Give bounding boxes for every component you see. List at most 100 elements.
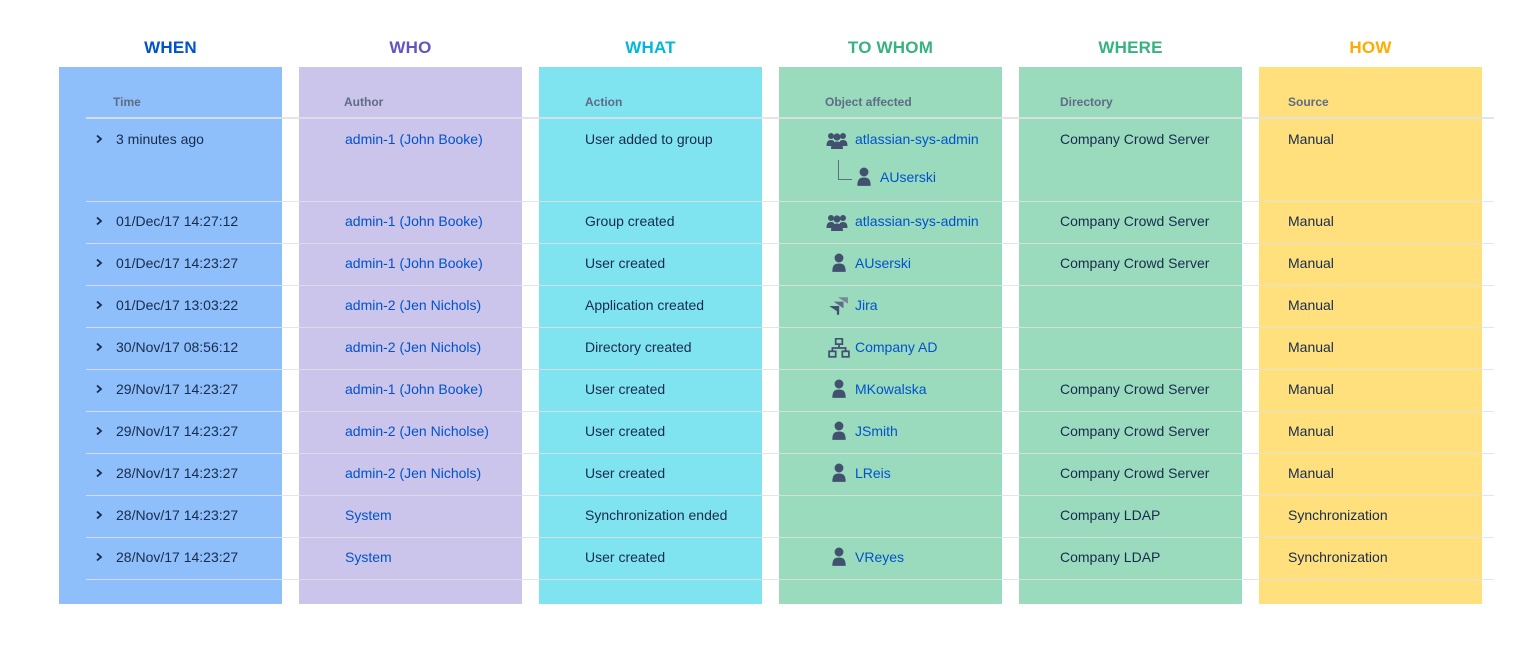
row-time: 3 minutes ago: [116, 131, 204, 147]
row-author-link[interactable]: admin-1 (John Booke): [345, 213, 483, 229]
row-object-link[interactable]: MKowalska: [855, 381, 927, 397]
row-author-link[interactable]: admin-1 (John Booke): [345, 381, 483, 397]
expand-chevron-icon[interactable]: [95, 258, 103, 268]
row-action: Directory created: [585, 339, 692, 355]
column-header-source[interactable]: Source: [1288, 95, 1329, 109]
row-author-link[interactable]: admin-1 (John Booke): [345, 255, 483, 271]
row-object-link[interactable]: atlassian-sys-admin: [855, 131, 979, 147]
user-icon: [831, 253, 847, 273]
row-sub-object-link[interactable]: AUserski: [880, 169, 937, 185]
how-column-bg: [1259, 67, 1482, 604]
user-icon: [831, 547, 847, 567]
row-source: Manual: [1288, 213, 1334, 229]
column-header-object[interactable]: Object affected: [825, 95, 912, 109]
row-directory: Company Crowd Server: [1060, 255, 1210, 271]
row-divider: [86, 243, 1494, 244]
row-directory: Company Crowd Server: [1060, 423, 1210, 439]
row-time: 01/Dec/17 13:03:22: [116, 297, 239, 313]
row-author-link[interactable]: admin-2 (Jen Nicholse): [345, 423, 489, 439]
row-directory: Company Crowd Server: [1060, 213, 1210, 229]
group-icon: [826, 212, 848, 232]
row-divider: [86, 285, 1494, 286]
row-time: 01/Dec/17 14:23:27: [116, 255, 239, 271]
row-object-link[interactable]: LReis: [855, 465, 891, 481]
row-time: 28/Nov/17 14:23:27: [116, 549, 239, 565]
row-divider: [86, 201, 1494, 202]
user-icon: [856, 167, 872, 187]
row-divider: [86, 411, 1494, 412]
row-action: Synchronization ended: [585, 507, 728, 523]
row-object-link[interactable]: AUserski: [855, 255, 912, 271]
row-author-link[interactable]: admin-2 (Jen Nichols): [345, 465, 482, 481]
row-directory: Company Crowd Server: [1060, 381, 1210, 397]
heading-who: WHO: [389, 38, 432, 57]
row-author-link[interactable]: admin-2 (Jen Nichols): [345, 297, 482, 313]
row-object-link[interactable]: Company AD: [855, 339, 938, 355]
column-header-directory[interactable]: Directory: [1060, 95, 1113, 109]
row-author-link[interactable]: admin-2 (Jen Nichols): [345, 339, 482, 355]
expand-chevron-icon[interactable]: [95, 384, 103, 394]
row-action: User created: [585, 423, 666, 439]
row-author-link[interactable]: System: [345, 549, 392, 565]
where-column-bg: [1019, 67, 1242, 604]
row-directory: Company LDAP: [1060, 549, 1161, 565]
row-time: 28/Nov/17 14:23:27: [116, 465, 239, 481]
user-icon: [831, 463, 847, 483]
row-directory: Company Crowd Server: [1060, 131, 1210, 147]
header-divider: [86, 117, 1494, 119]
user-icon: [831, 379, 847, 399]
row-source: Manual: [1288, 131, 1334, 147]
row-action: User created: [585, 255, 666, 271]
row-divider: [86, 495, 1494, 496]
expand-chevron-icon[interactable]: [95, 510, 103, 520]
row-divider: [86, 537, 1494, 538]
row-object-link[interactable]: atlassian-sys-admin: [855, 213, 979, 229]
who-column-bg: [299, 67, 522, 604]
expand-chevron-icon[interactable]: [95, 134, 103, 144]
row-source: Manual: [1288, 297, 1334, 313]
row-object-link[interactable]: Jira: [855, 297, 878, 313]
heading-where: WHERE: [1098, 38, 1163, 57]
row-action: Application created: [585, 297, 705, 313]
row-author-link[interactable]: admin-1 (John Booke): [345, 131, 483, 147]
when-column-bg: [59, 67, 282, 604]
row-object-link[interactable]: VReyes: [855, 549, 905, 565]
row-source: Manual: [1288, 465, 1334, 481]
row-time: 01/Dec/17 14:27:12: [116, 213, 239, 229]
row-source: Manual: [1288, 255, 1334, 271]
expand-chevron-icon[interactable]: [95, 468, 103, 478]
row-author-link[interactable]: System: [345, 507, 392, 523]
row-action: User added to group: [585, 131, 713, 147]
row-divider: [86, 327, 1494, 328]
row-time: 29/Nov/17 14:23:27: [116, 423, 239, 439]
row-source: Manual: [1288, 339, 1334, 355]
expand-chevron-icon[interactable]: [95, 342, 103, 352]
row-source: Manual: [1288, 381, 1334, 397]
row-time: 28/Nov/17 14:23:27: [116, 507, 239, 523]
jira-icon: [827, 296, 849, 316]
column-header-author[interactable]: Author: [344, 95, 384, 109]
row-time: 30/Nov/17 08:56:12: [116, 339, 239, 355]
user-icon: [831, 421, 847, 441]
to-whom-column-bg: [779, 67, 1002, 604]
row-object-link[interactable]: JSmith: [855, 423, 898, 439]
expand-chevron-icon[interactable]: [95, 552, 103, 562]
row-source: Synchronization: [1288, 507, 1388, 523]
heading-when: WHEN: [144, 38, 197, 57]
heading-to-whom: TO WHOM: [847, 38, 934, 57]
directory-icon: [828, 338, 850, 358]
group-icon: [826, 130, 848, 150]
column-header-time[interactable]: Time: [113, 95, 141, 109]
row-action: User created: [585, 465, 666, 481]
expand-chevron-icon[interactable]: [95, 300, 103, 310]
tree-connector: [838, 160, 852, 180]
heading-what: WHAT: [625, 38, 676, 57]
expand-chevron-icon[interactable]: [95, 426, 103, 436]
row-directory: Company Crowd Server: [1060, 465, 1210, 481]
row-source: Manual: [1288, 423, 1334, 439]
row-action: User created: [585, 381, 666, 397]
row-directory: Company LDAP: [1060, 507, 1161, 523]
column-header-action[interactable]: Action: [585, 95, 623, 109]
what-column-bg: [539, 67, 762, 604]
expand-chevron-icon[interactable]: [95, 216, 103, 226]
